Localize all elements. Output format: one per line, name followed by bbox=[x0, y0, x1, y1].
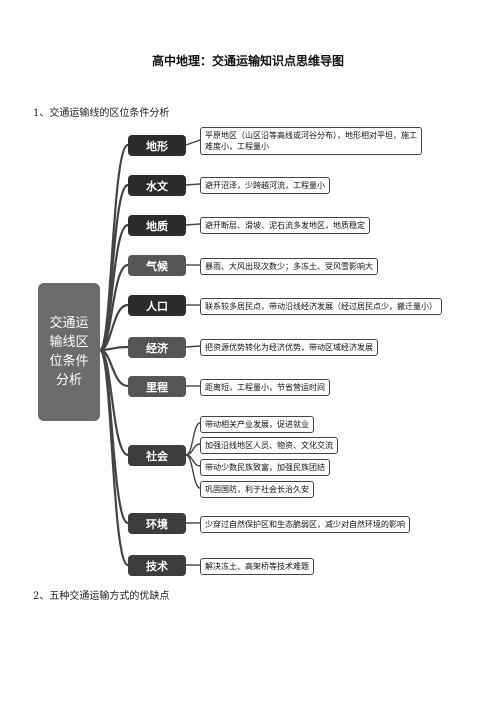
leaf-society-2: 加强沿线地区人员、物资、文化交流 bbox=[200, 437, 338, 454]
leaf-climate: 暴雨、大风出现次数少；多冻土、受风雪影响大 bbox=[200, 258, 378, 275]
section-heading-2: 2、五种交通运输方式的优缺点 bbox=[33, 591, 170, 602]
leaf-geology: 避开断层、滑坡、泥石流多发地区，地质稳定 bbox=[200, 217, 370, 234]
leaf-environment: 少穿过自然保护区和生态脆弱区，减少对自然环境的影响 bbox=[200, 516, 410, 533]
category-mileage: 里程 bbox=[128, 376, 186, 397]
leaf-population: 联系较多居民点，带动沿线经济发展（经过居民点少，搬迁量小） bbox=[200, 298, 442, 315]
leaf-society-1: 带动相关产业发展，促进就业 bbox=[200, 416, 314, 433]
category-climate: 气候 bbox=[128, 255, 186, 276]
branch-environment bbox=[98, 348, 129, 525]
leaf-hydrology: 避开沼泽，少跨越河流，工程量小 bbox=[200, 177, 330, 194]
link-geology bbox=[185, 223, 201, 226]
root-node: 交通运输线区位条件分析 bbox=[38, 283, 100, 421]
leaf-technology: 解决冻土、高架桥等技术难题 bbox=[200, 558, 314, 575]
leaf-terrain: 平原地区（山区沿等高线或河谷分布），地形相对平坦，施工难度小，工程量小 bbox=[200, 127, 422, 155]
branch-population bbox=[99, 303, 129, 352]
link-society-4 bbox=[185, 454, 201, 489]
link-terrain bbox=[185, 139, 201, 146]
page-title: 高中地理：交通运输知识点思维导图 bbox=[151, 54, 344, 68]
link-economy bbox=[185, 345, 201, 348]
category-environment: 环境 bbox=[128, 513, 186, 534]
category-society: 社会 bbox=[128, 445, 186, 466]
category-terrain: 地形 bbox=[128, 135, 186, 156]
category-economy: 经济 bbox=[128, 337, 186, 358]
root-label: 交通运输线区位条件分析 bbox=[49, 316, 89, 388]
link-hydrology bbox=[185, 183, 201, 186]
section-heading-1: 1、交通运输线的区位条件分析 bbox=[33, 108, 170, 119]
category-technology: 技术 bbox=[128, 555, 186, 576]
leaf-economy: 把资源优势转化为经济优势，带动区域经济发展 bbox=[200, 339, 378, 356]
leaf-mileage: 距离短，工程量小，节省营运时间 bbox=[200, 379, 330, 396]
category-population: 人口 bbox=[128, 295, 186, 316]
leaf-society-4: 巩固国防，利于社会长治久安 bbox=[200, 481, 314, 498]
category-geology: 地质 bbox=[128, 215, 186, 236]
leaf-society-3: 带动少数民族致富，加强民族团结 bbox=[200, 459, 330, 476]
category-hydrology: 水文 bbox=[128, 175, 186, 196]
branch-technology bbox=[98, 348, 130, 567]
